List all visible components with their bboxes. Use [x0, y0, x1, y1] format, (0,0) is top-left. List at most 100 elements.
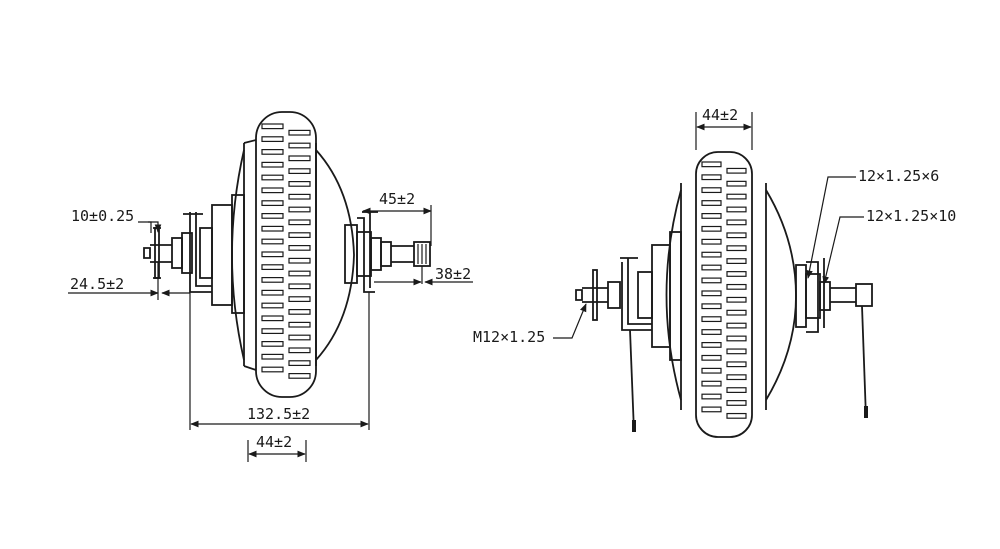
tread-block — [288, 232, 311, 239]
tread-block — [288, 155, 311, 162]
left-body — [211, 139, 358, 371]
tread-block — [726, 180, 747, 187]
tread-block — [288, 181, 311, 187]
tread-block — [701, 329, 722, 335]
tread-block — [261, 149, 284, 155]
left-axle-right-side — [356, 211, 431, 293]
tread-block — [261, 315, 284, 322]
tread-block — [701, 213, 722, 219]
tread-block — [726, 258, 747, 264]
right-dimensions: 44±2 12×1.25×6 12×1.25×10 M12×1.25 — [473, 106, 956, 346]
tread-block — [261, 238, 284, 245]
right-body — [651, 183, 807, 410]
tread-block — [288, 193, 311, 200]
tread-block — [288, 283, 311, 290]
tread-block — [726, 322, 747, 329]
tread-block — [288, 245, 311, 251]
tread-block — [261, 341, 284, 347]
dim-45-label: 45±2 — [379, 190, 415, 208]
tread-block — [261, 213, 284, 219]
tread-block — [288, 142, 311, 149]
tread-block — [261, 136, 284, 143]
dim-12x1-25x10-leader — [822, 216, 864, 285]
tread-block — [261, 200, 284, 207]
tread-block — [701, 303, 722, 310]
tread-block — [288, 373, 311, 379]
tread-block — [261, 328, 284, 335]
tread-block — [726, 206, 747, 213]
tread-block — [701, 406, 722, 413]
tread-block — [726, 296, 747, 303]
tread-block — [701, 238, 722, 245]
tread-block — [701, 174, 722, 181]
dim-24-5-label: 24.5±2 — [70, 275, 124, 293]
dim-12x1-25x6-label: 12×1.25×6 — [858, 167, 939, 185]
tread-block — [261, 251, 284, 258]
tread-block — [726, 361, 747, 368]
tread-block — [726, 232, 747, 239]
dim-12x1-25x10-label: 12×1.25×10 — [866, 207, 956, 225]
tread-block — [726, 387, 747, 393]
tread-block — [288, 168, 311, 175]
right-axle-right-side — [805, 258, 873, 419]
right-tire — [695, 151, 753, 438]
tread-block — [288, 296, 311, 303]
tread-block — [261, 277, 284, 283]
tread-block — [261, 225, 284, 232]
tread-block — [701, 290, 722, 297]
dim-12x1-25x6-leader — [806, 176, 856, 279]
tread-block — [261, 123, 284, 130]
tread-block — [288, 129, 311, 136]
tread-block — [261, 174, 284, 181]
left-tire — [255, 111, 317, 398]
tread-block — [726, 271, 747, 277]
tread-block — [288, 334, 311, 341]
tread-block — [288, 360, 311, 367]
tread-block — [261, 187, 284, 194]
tread-block — [701, 316, 722, 323]
left-tire-treads — [261, 123, 311, 379]
tread-block — [701, 277, 722, 284]
tread-block — [726, 193, 747, 200]
dim-44-label: 44±2 — [256, 433, 292, 451]
tread-block — [726, 309, 747, 316]
tread-block — [726, 335, 747, 342]
tread-block — [701, 161, 722, 168]
right-tire-treads — [701, 161, 747, 419]
dim-10-label: 10±0.25 — [71, 207, 134, 225]
tread-block — [261, 353, 284, 360]
tread-block — [701, 342, 722, 348]
tread-block — [701, 380, 722, 387]
tread-block — [261, 264, 284, 271]
tread-block — [726, 283, 747, 290]
right-axle-left-side — [575, 257, 653, 433]
tread-block — [288, 219, 311, 226]
dim-132-5-label: 132.5±2 — [247, 405, 310, 423]
tread-block — [261, 289, 284, 296]
right-motor-view: 44±2 12×1.25×6 12×1.25×10 M12×1.25 — [473, 106, 956, 438]
dim-m12-label: M12×1.25 — [473, 328, 545, 346]
tread-block — [726, 167, 747, 174]
tread-block — [288, 321, 311, 328]
tread-block — [726, 219, 747, 226]
tread-block — [726, 374, 747, 381]
left-dimensions: 10±0.25 24.5±2 45±2 38±2 132.5±2 44±2 — [68, 190, 473, 462]
tread-block — [701, 200, 722, 206]
tread-block — [288, 347, 311, 354]
tread-block — [288, 270, 311, 277]
tread-block — [701, 393, 722, 400]
dim-38-label: 38±2 — [435, 265, 471, 283]
left-axle-left-side — [143, 212, 213, 293]
tread-block — [726, 400, 747, 406]
left-motor-view: 10±0.25 24.5±2 45±2 38±2 132.5±2 44±2 — [68, 111, 473, 462]
tread-block — [726, 245, 747, 252]
tread-block — [726, 412, 747, 419]
dim-m12-leader — [553, 303, 587, 339]
tread-block — [261, 302, 284, 309]
tread-block — [288, 206, 311, 213]
tread-block — [261, 366, 284, 373]
tread-block — [701, 264, 722, 271]
tread-block — [701, 354, 722, 361]
